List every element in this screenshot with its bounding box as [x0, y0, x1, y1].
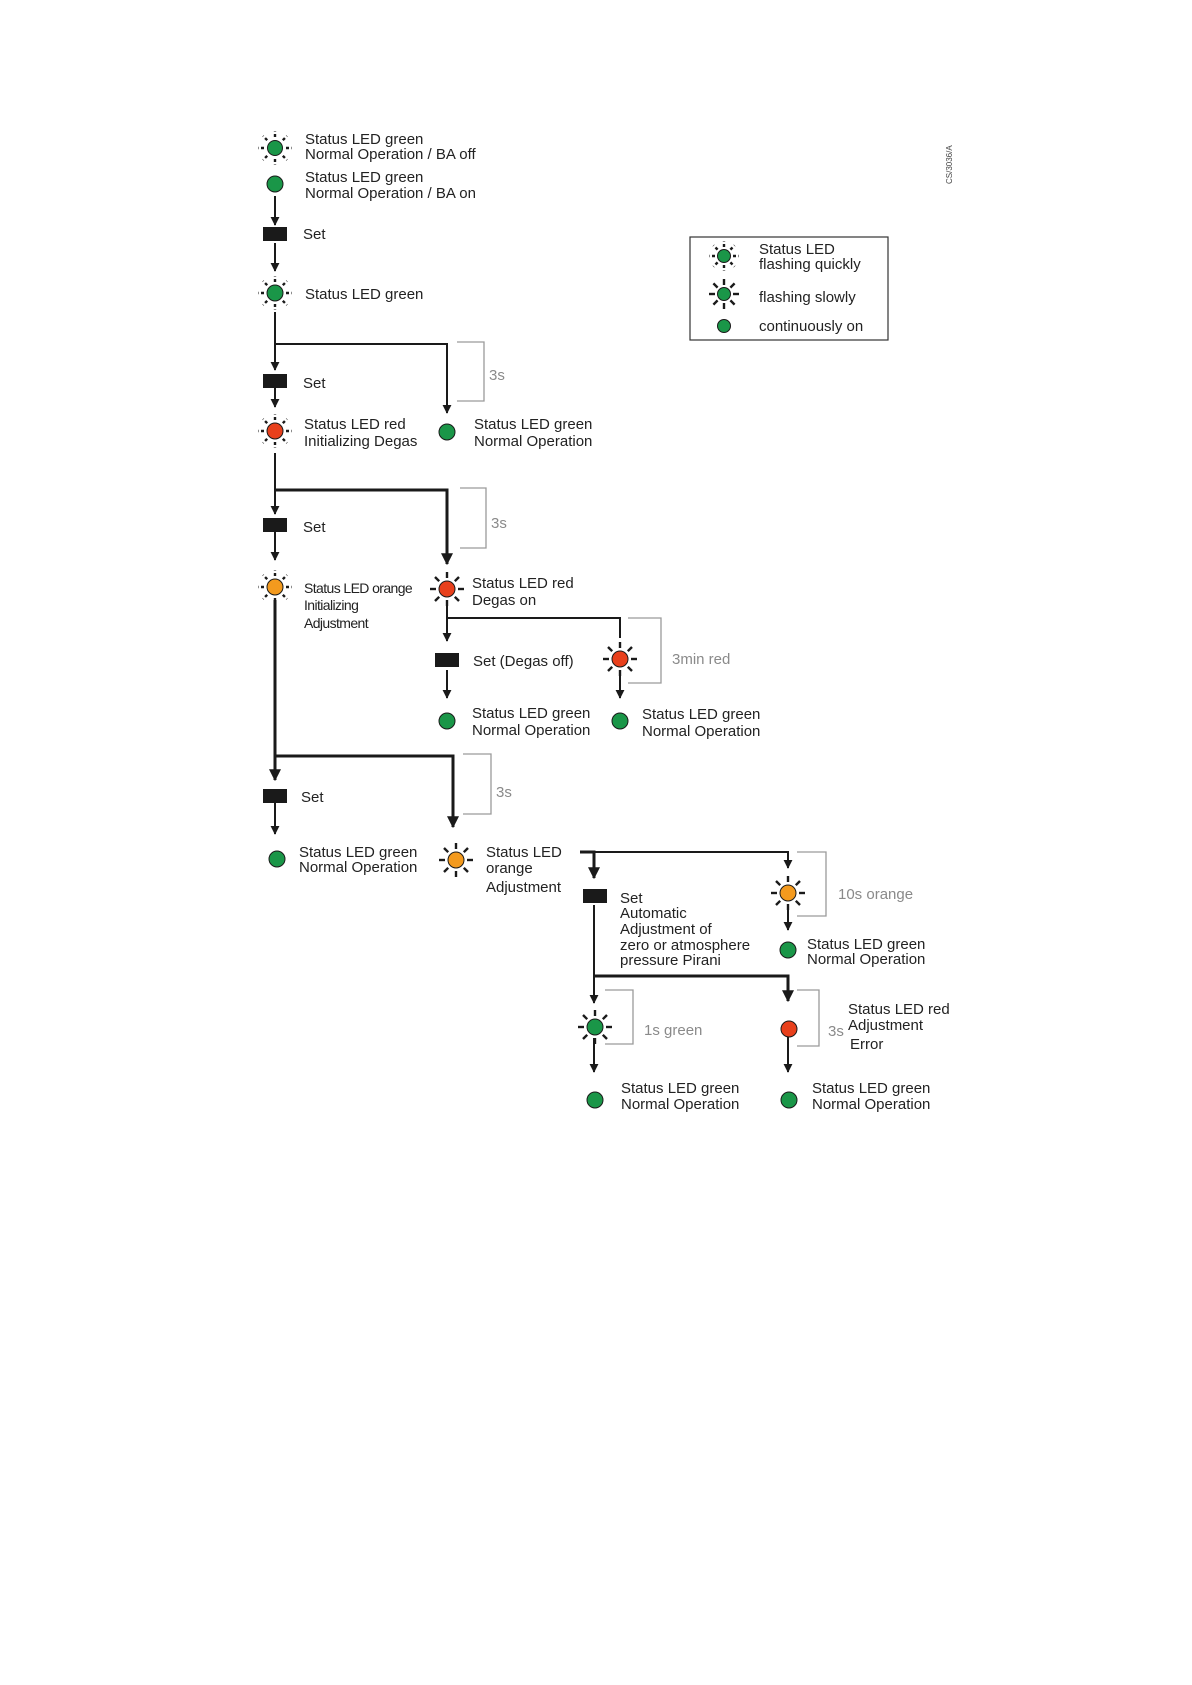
- normal6-line2: Normal Operation: [621, 1096, 739, 1113]
- led-continuously-on-icon: [717, 319, 731, 333]
- error-line1: Status LED red: [848, 1001, 950, 1018]
- error-line2: Adjustment: [848, 1017, 924, 1034]
- led-start-flash: [258, 131, 292, 165]
- timer-label-1: 3s: [489, 367, 505, 384]
- set-button-2: [263, 374, 287, 388]
- adjust-line1: Status LED: [486, 844, 562, 861]
- led-normal-3: [611, 712, 629, 730]
- led-orange-10s: [771, 876, 805, 910]
- start-off-line1: Status LED green: [305, 131, 423, 148]
- normal3-line2: Normal Operation: [642, 723, 760, 740]
- degas-on-line2: Degas on: [472, 592, 536, 609]
- red-init-line2: Initializing Degas: [304, 433, 417, 450]
- adjust-line3: Adjustment: [486, 879, 562, 896]
- timer-label-7: 3s: [828, 1023, 844, 1040]
- timer-label-3: 3min red: [672, 651, 730, 668]
- connectors: [269, 196, 794, 1073]
- timer-label-2: 3s: [491, 515, 507, 532]
- set2-label: Set: [303, 375, 326, 392]
- timer-label-6: 1s green: [644, 1022, 702, 1039]
- timer-label-5: 10s orange: [838, 886, 913, 903]
- legend-slow: flashing slowly: [759, 289, 856, 306]
- led-flashing-quickly-icon: [709, 241, 739, 271]
- normal1-line1: Status LED green: [474, 416, 592, 433]
- timer-labels: 3s 3s 3min red 3s 10s orange 1s green 3s: [489, 367, 913, 1040]
- orange-init-line1: Status LED orange: [304, 580, 413, 596]
- normal4-line2: Normal Operation: [299, 859, 417, 876]
- degas-on-line1: Status LED red: [472, 575, 574, 592]
- led-normal-2: [438, 712, 456, 730]
- normal3-line1: Status LED green: [642, 706, 760, 723]
- auto-line1: Set: [620, 890, 643, 907]
- set-button-degas-off: [435, 653, 459, 667]
- normal4-line1: Status LED green: [299, 844, 417, 861]
- error-line3: Error: [850, 1036, 883, 1053]
- green-flash-label: Status LED green: [305, 286, 423, 303]
- led-red-degas-on: [430, 572, 464, 606]
- set-button-auto-adjust: [583, 889, 607, 903]
- led-normal-4: [268, 850, 286, 868]
- set1-label: Set: [303, 226, 326, 243]
- normal6-line1: Status LED green: [621, 1080, 739, 1097]
- normal2-line2: Normal Operation: [472, 722, 590, 739]
- led-normal-1: [438, 423, 456, 441]
- led-start-on: [266, 175, 284, 193]
- normal2-line1: Status LED green: [472, 705, 590, 722]
- adjust-line2: orange: [486, 860, 533, 877]
- led-orange-init: [258, 570, 292, 604]
- set-degas-off-label: Set (Degas off): [473, 653, 574, 670]
- normal5-line1: Status LED green: [807, 936, 925, 953]
- led-red-init: [258, 414, 292, 448]
- auto-line2: Automatic: [620, 905, 687, 922]
- normal5-line2: Normal Operation: [807, 951, 925, 968]
- auto-line4: zero or atmosphere: [620, 937, 750, 954]
- timing-brackets: [457, 341, 827, 1047]
- led-flashing-slowly-icon: [709, 279, 739, 309]
- start-on-line1: Status LED green: [305, 169, 423, 186]
- normal1-line2: Normal Operation: [474, 433, 592, 450]
- start-on-line2: Normal Operation / BA on: [305, 185, 476, 202]
- led-normal-5: [779, 941, 797, 959]
- set-button-4: [263, 789, 287, 803]
- node-labels: Status LED green Normal Operation / BA o…: [299, 131, 950, 1113]
- normal7-line2: Normal Operation: [812, 1096, 930, 1113]
- auto-line3: Adjustment of: [620, 921, 713, 938]
- led-green-1s: [578, 1010, 612, 1044]
- led-normal-6: [586, 1091, 604, 1109]
- led-red-3min: [603, 642, 637, 676]
- normal7-line1: Status LED green: [812, 1080, 930, 1097]
- auto-line5: pressure Pirani: [620, 952, 721, 969]
- timer-label-4: 3s: [496, 784, 512, 801]
- led-normal-7: [780, 1091, 798, 1109]
- set4-label: Set: [301, 789, 324, 806]
- set-button-1: [263, 227, 287, 241]
- legend-quick-line1: Status LED: [759, 241, 835, 258]
- led-red-error: [780, 1020, 798, 1038]
- start-off-line2: Normal Operation / BA off: [305, 146, 476, 163]
- orange-init-line2: Initializing: [304, 597, 358, 613]
- red-init-line1: Status LED red: [304, 416, 406, 433]
- led-green-flash: [258, 276, 292, 310]
- orange-init-line3: Adjustment: [304, 615, 369, 631]
- set-button-3: [263, 518, 287, 532]
- legend-on: continuously on: [759, 318, 863, 335]
- document-code: CS/3036/A: [945, 145, 954, 184]
- led-orange-adjust: [439, 843, 473, 877]
- set3-label: Set: [303, 519, 326, 536]
- legend: Status LED flashing quickly flashing slo…: [689, 236, 889, 341]
- legend-quick-line2: flashing quickly: [759, 256, 861, 273]
